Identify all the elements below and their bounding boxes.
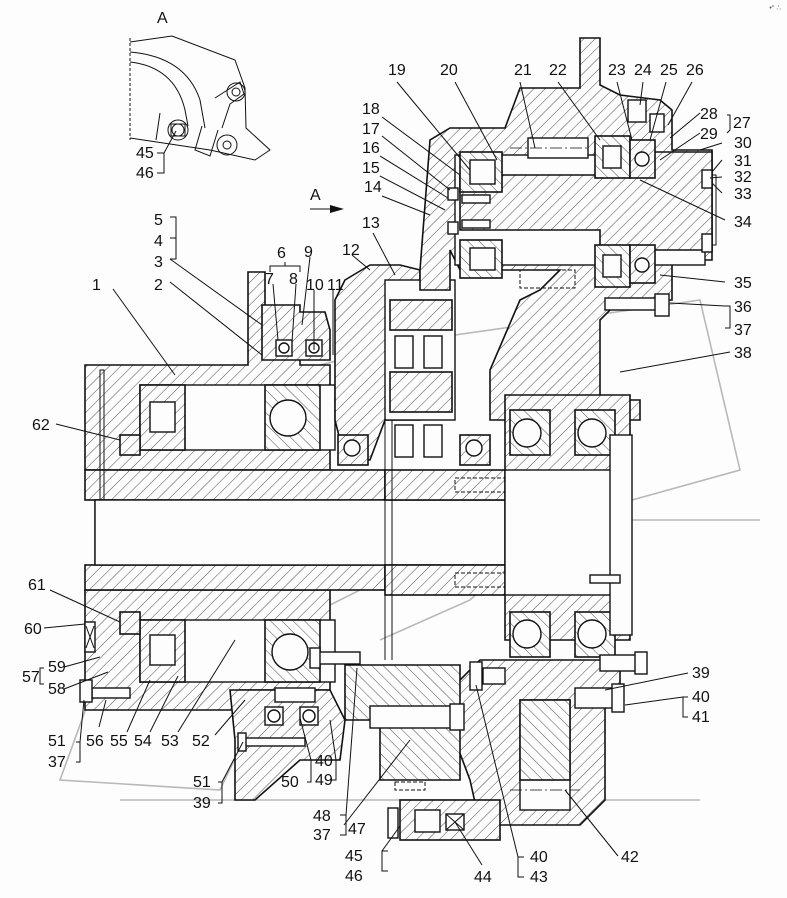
callout-55: 55 <box>110 733 128 750</box>
seal-assembly-lower <box>229 647 361 801</box>
callout-19: 19 <box>388 62 406 79</box>
callout-52: 52 <box>192 733 210 750</box>
callout-11: 11 <box>327 277 344 294</box>
callout-43: 43 <box>530 869 548 886</box>
inset-view-a: A 45 46 <box>129 10 271 182</box>
lower-housing <box>344 651 648 841</box>
callout-15: 15 <box>362 160 380 177</box>
callout-4: 4 <box>154 233 163 250</box>
callout-14: 14 <box>364 179 382 196</box>
callout-6: 6 <box>277 245 286 262</box>
callout-40-right: 40 <box>692 689 710 706</box>
callout-27: 27 <box>733 115 751 132</box>
callout-21: 21 <box>514 62 532 79</box>
callout-8: 8 <box>289 271 298 288</box>
callout-47: 47 <box>348 821 366 838</box>
callout-labels: 1 2 3 4 5 6 7 8 9 10 11 12 13 14 15 16 1… <box>22 62 752 886</box>
callout-16: 16 <box>362 140 380 157</box>
callout-37-left: 37 <box>48 754 66 771</box>
callout-50: 50 <box>281 774 299 791</box>
callout-7: 7 <box>265 271 274 288</box>
leader-lines <box>39 81 731 878</box>
callout-40-lower-left: 40 <box>315 753 333 770</box>
callout-60: 60 <box>24 621 42 638</box>
corner-mark: •° ∴ <box>769 5 781 12</box>
callout-1: 1 <box>92 277 101 294</box>
callout-29: 29 <box>700 126 718 143</box>
callout-48: 48 <box>313 808 331 825</box>
callout-42: 42 <box>621 849 639 866</box>
callout-18: 18 <box>362 101 380 118</box>
callout-51-lower: 51 <box>193 774 211 791</box>
intermediate-housing <box>334 264 491 466</box>
callout-20: 20 <box>440 62 458 79</box>
callout-37-bottom: 37 <box>313 827 331 844</box>
callout-37-right: 37 <box>734 322 752 339</box>
callout-31: 31 <box>734 153 752 170</box>
callout-5: 5 <box>154 212 163 229</box>
callout-39-right: 39 <box>692 665 710 682</box>
callout-36: 36 <box>734 299 752 316</box>
right-bearing-block <box>504 394 633 658</box>
callout-22: 22 <box>549 62 567 79</box>
callout-24: 24 <box>634 62 652 79</box>
callout-12: 12 <box>342 242 360 259</box>
callout-34: 34 <box>734 214 752 231</box>
callout-49: 49 <box>315 772 333 789</box>
callout-57: 57 <box>22 669 40 686</box>
callout-23: 23 <box>608 62 626 79</box>
callout-53: 53 <box>161 733 179 750</box>
callout-61: 61 <box>28 577 46 594</box>
callout-25: 25 <box>660 62 678 79</box>
callout-41: 41 <box>692 709 710 726</box>
callout-54: 54 <box>134 733 152 750</box>
callout-28: 28 <box>700 106 718 123</box>
callout-62: 62 <box>32 417 50 434</box>
callout-2: 2 <box>154 277 163 294</box>
view-arrow-label: A <box>310 187 321 204</box>
callout-39-lower: 39 <box>193 795 211 812</box>
callout-44: 44 <box>474 869 492 886</box>
inset-callout-45: 45 <box>136 145 154 162</box>
callout-26: 26 <box>686 62 704 79</box>
callout-30: 30 <box>734 135 752 152</box>
callout-9: 9 <box>304 244 313 261</box>
callout-56: 56 <box>86 733 104 750</box>
inset-callout-46: 46 <box>136 165 154 182</box>
callout-58: 58 <box>48 681 66 698</box>
callout-51-left: 51 <box>48 733 66 750</box>
callout-35: 35 <box>734 275 752 292</box>
callout-33: 33 <box>734 186 752 203</box>
callout-32: 32 <box>734 169 752 186</box>
callout-40-bottom: 40 <box>530 849 548 866</box>
view-arrow-a: A <box>310 187 344 213</box>
callout-13: 13 <box>362 215 380 232</box>
callout-46: 46 <box>345 868 363 885</box>
callout-45: 45 <box>345 848 363 865</box>
seal-assembly-upper <box>261 304 331 361</box>
arrow-head-icon <box>330 205 344 213</box>
inset-title: A <box>157 10 168 27</box>
callout-10: 10 <box>306 277 324 294</box>
callout-3: 3 <box>154 254 163 271</box>
upper-gear-housing <box>419 37 717 421</box>
callout-38: 38 <box>734 345 752 362</box>
callout-17: 17 <box>362 121 380 138</box>
callout-59: 59 <box>48 659 66 676</box>
